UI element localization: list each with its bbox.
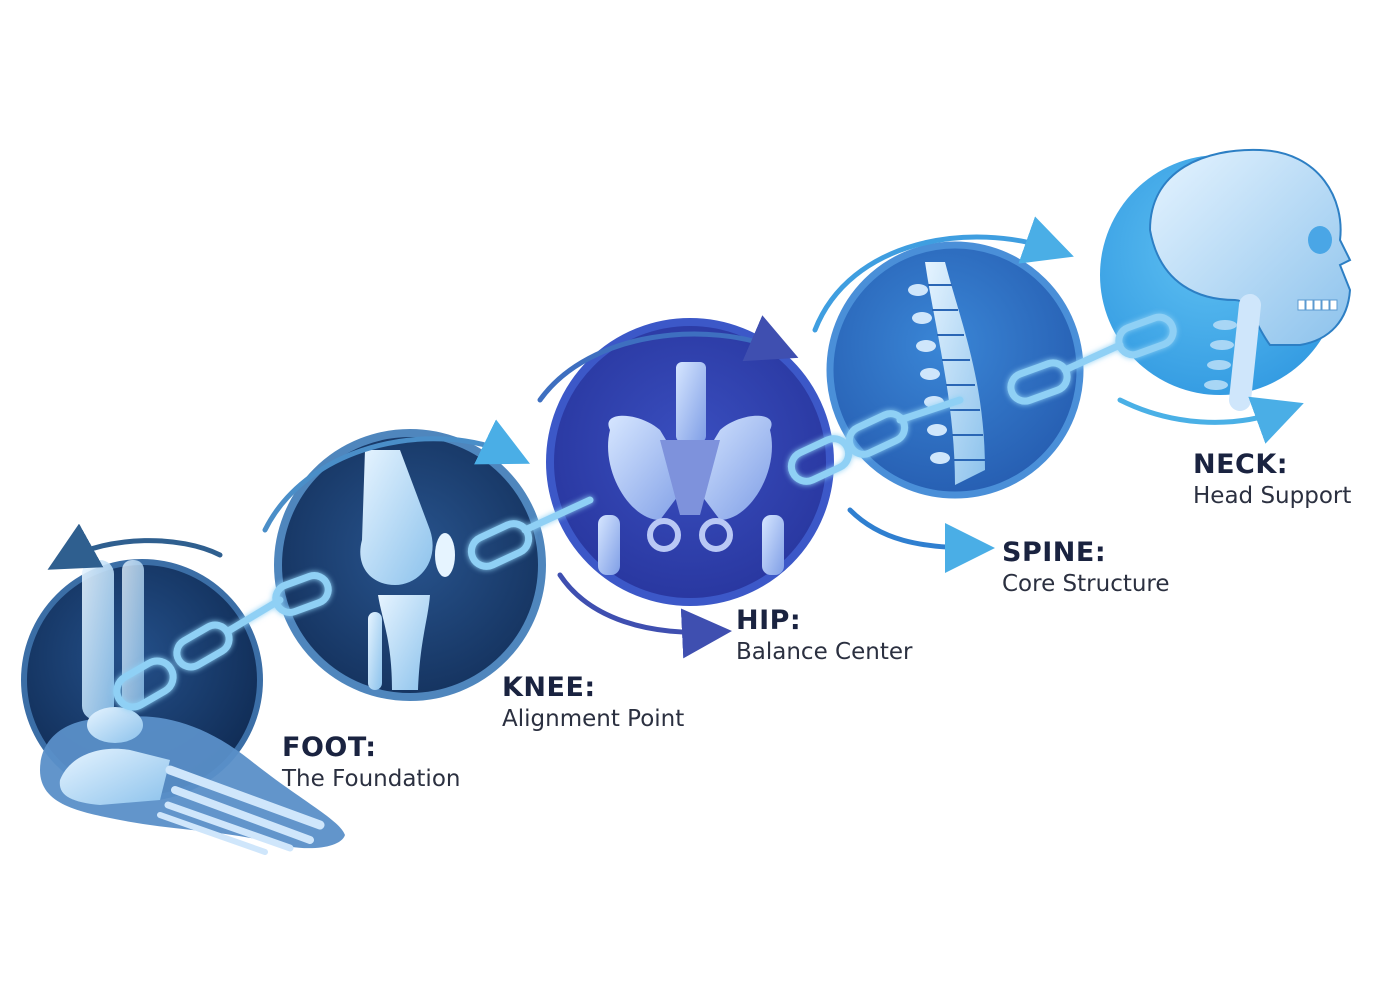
foot-subtitle: The Foundation bbox=[282, 766, 461, 792]
label-hip: HIP: Balance Center bbox=[736, 605, 912, 667]
neck-title: NECK: bbox=[1193, 449, 1289, 480]
hip-title: HIP: bbox=[736, 605, 802, 636]
arrow-spine-bottom bbox=[847, 507, 995, 573]
arrow-hip-bottom bbox=[557, 572, 732, 659]
node-spine bbox=[826, 241, 1084, 499]
hip-subtitle: Balance Center bbox=[736, 639, 913, 665]
spine-subtitle: Core Structure bbox=[1002, 571, 1170, 597]
skull-neck-icon bbox=[1148, 148, 1352, 411]
knee-subtitle: Alignment Point bbox=[502, 706, 685, 732]
arrow-hip-top bbox=[537, 315, 799, 403]
label-foot: FOOT: The Foundation bbox=[282, 732, 460, 794]
arrow-spine-top bbox=[812, 216, 1074, 333]
spine-title: SPINE: bbox=[1002, 537, 1107, 568]
foot-bones-icon bbox=[40, 560, 345, 855]
pelvis-icon bbox=[598, 362, 784, 575]
arrow-knee-top bbox=[262, 419, 530, 533]
node-foot bbox=[21, 559, 345, 855]
knee-joint-icon bbox=[360, 450, 455, 690]
node-knee bbox=[274, 429, 546, 701]
chain-connector bbox=[113, 313, 1177, 711]
label-knee: KNEE: Alignment Point bbox=[502, 672, 684, 734]
neck-subtitle: Head Support bbox=[1193, 483, 1352, 509]
node-hip bbox=[546, 318, 834, 606]
flow-arrows bbox=[47, 216, 1304, 659]
foot-title: FOOT: bbox=[282, 732, 377, 763]
label-neck: NECK: Head Support bbox=[1193, 449, 1351, 511]
arrow-foot bbox=[47, 523, 223, 570]
arrow-neck-bottom bbox=[1117, 396, 1304, 444]
spine-icon bbox=[908, 262, 985, 485]
label-spine: SPINE: Core Structure bbox=[1002, 537, 1170, 599]
node-neck bbox=[1100, 148, 1352, 411]
knee-title: KNEE: bbox=[502, 672, 596, 703]
